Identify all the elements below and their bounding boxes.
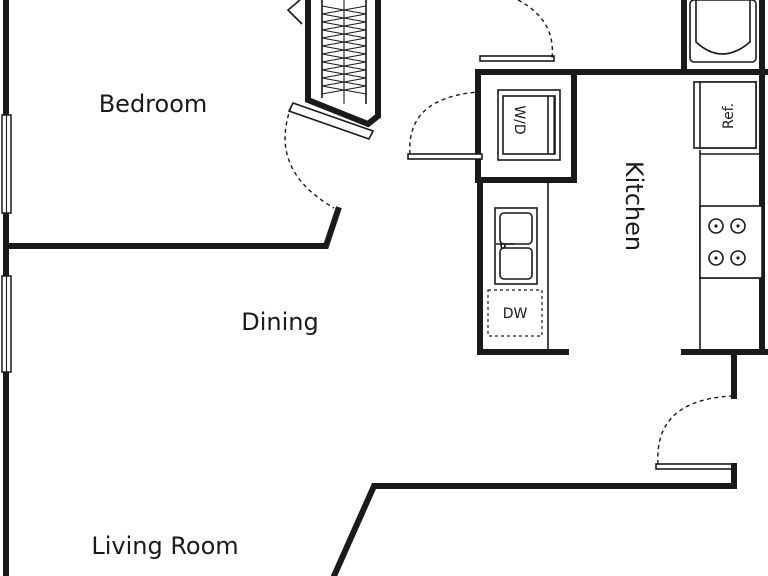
window-upper xyxy=(1,114,12,214)
sink xyxy=(494,207,538,285)
laundry-closet: W/D xyxy=(475,69,577,183)
window-lower xyxy=(1,275,12,373)
room-label-living-room: Living Room xyxy=(91,532,238,560)
bedroom-wall xyxy=(3,206,342,249)
washer-dryer-label: W/D xyxy=(511,105,527,134)
living-room-wall xyxy=(330,463,737,576)
range xyxy=(699,205,763,279)
kitchen-left-wall xyxy=(477,177,569,355)
dishwasher-label: DW xyxy=(503,306,528,322)
refrigerator: Ref. xyxy=(693,81,757,149)
refrigerator-label: Ref. xyxy=(721,103,737,129)
entry-door xyxy=(655,395,735,470)
room-label-dining: Dining xyxy=(241,308,318,336)
hall-door xyxy=(479,0,555,62)
dishwasher: DW xyxy=(487,289,543,337)
room-label-bedroom: Bedroom xyxy=(99,90,208,118)
room-label-kitchen: Kitchen xyxy=(620,161,648,251)
bedroom-door xyxy=(284,102,375,209)
laundry-door xyxy=(407,91,483,160)
bathtub xyxy=(681,0,765,73)
closet xyxy=(305,0,381,128)
closet-door xyxy=(286,0,303,25)
